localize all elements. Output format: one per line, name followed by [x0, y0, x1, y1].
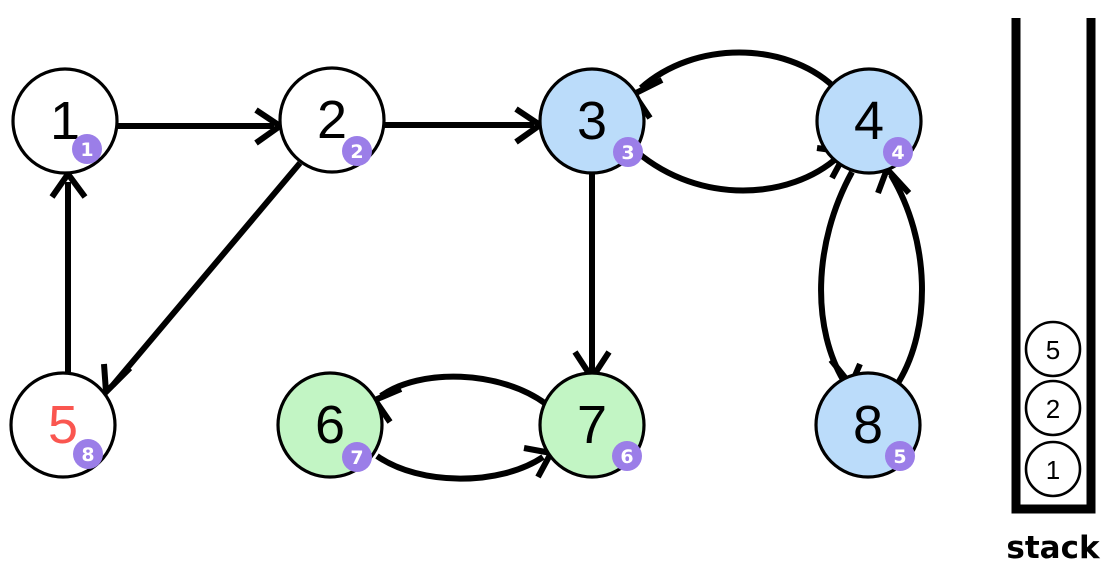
edge-8-to-4 [875, 163, 925, 385]
edge-2-to-5 [101, 161, 303, 399]
stack-item-0-circle[interactable] [1024, 320, 1082, 378]
stack-panel: 5 2 1 stack [1006, 18, 1101, 566]
stack-item[interactable]: 2 [1024, 379, 1082, 437]
node-5-order-badge [73, 439, 103, 469]
graph-node-7[interactable]: 7 6 [538, 371, 646, 479]
graph-node-2[interactable]: 2 2 [278, 66, 386, 174]
node-8-label: 8 [853, 395, 883, 455]
node-2-order-badge [342, 136, 372, 166]
node-8-order-badge-label: 5 [893, 446, 906, 468]
edge-3-to-7 [572, 174, 612, 384]
node-2-order-badge-label: 2 [350, 141, 363, 163]
stack-item-2-circle[interactable] [1024, 440, 1082, 498]
graph-node-8[interactable]: 8 5 [814, 371, 922, 479]
edge-2-to-3 [385, 106, 546, 145]
node-7-order-badge [612, 441, 642, 471]
edge-1-to-2 [118, 107, 286, 146]
node-2-label: 2 [317, 90, 347, 150]
edge-4-to-8 [818, 170, 863, 391]
node-7-order-badge-label: 6 [620, 446, 633, 468]
node-8-order-badge [885, 441, 915, 471]
node-6-order-badge-label: 7 [350, 447, 363, 469]
edge-5-to-1 [49, 168, 88, 372]
edge-3-to-4 [635, 145, 851, 194]
graph-node-4[interactable]: 4 4 [815, 67, 923, 175]
stack-item-2-label: 1 [1046, 455, 1060, 485]
edge-6-to-7 [375, 445, 556, 482]
node-3-label: 3 [577, 91, 607, 151]
node-5-label: 5 [48, 395, 78, 455]
node-3-order-badge [613, 137, 643, 167]
node-1-order-badge [72, 134, 102, 164]
nodes-layer: 1 1 2 2 3 3 4 4 [9, 66, 923, 479]
graph-node-1[interactable]: 1 1 [11, 67, 119, 175]
node-4-order-badge-label: 4 [891, 142, 904, 164]
stack-caption-label: stack [1006, 530, 1101, 566]
stack-container-outline [1011, 18, 1096, 514]
node-6-order-badge [342, 442, 372, 472]
graph-node-6[interactable]: 6 7 [276, 371, 384, 479]
stack-item-1-label: 2 [1046, 394, 1060, 424]
node-4-label: 4 [854, 91, 884, 151]
edges-layer [49, 49, 925, 482]
stack-item-1-circle[interactable] [1024, 379, 1082, 437]
stack-item[interactable]: 5 [1024, 320, 1082, 378]
graph-node-3[interactable]: 3 3 [538, 67, 646, 175]
node-3-order-badge-label: 3 [621, 142, 634, 164]
node-6-label: 6 [315, 395, 345, 455]
edge-7-to-6 [370, 373, 548, 424]
node-7-label: 7 [577, 395, 607, 455]
node-1-order-badge-label: 1 [80, 139, 93, 161]
graph-node-5[interactable]: 5 8 [9, 371, 117, 479]
edge-4-to-3 [629, 49, 836, 120]
node-4-order-badge [883, 137, 913, 167]
stack-item[interactable]: 1 [1024, 440, 1082, 498]
stack-item-0-label: 5 [1046, 335, 1060, 365]
node-5-order-badge-label: 8 [81, 444, 94, 466]
